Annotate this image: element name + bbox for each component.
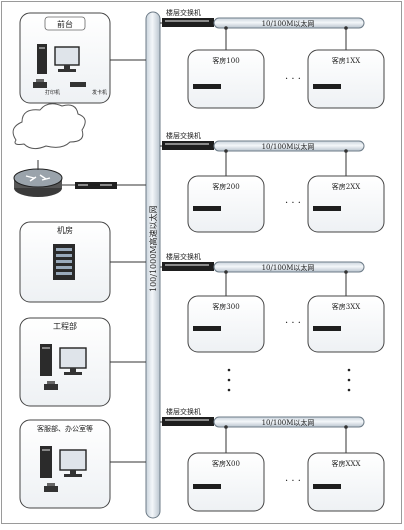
floor-ethernet-tube: [213, 17, 365, 29]
guest-room-label: 客房3XX: [332, 302, 360, 311]
floor-ellipsis: · · ·: [285, 318, 301, 329]
floor-switch-label: 楼层交换机: [166, 8, 201, 17]
floor-switch-label: 楼层交换机: [166, 131, 201, 140]
guest-room-box: 客房XXX: [307, 452, 385, 512]
floor-ethernet-label: 10/100M以太网: [262, 19, 315, 28]
guest-room-box: 客房100: [187, 49, 265, 109]
printer-label: 打印机: [45, 89, 60, 96]
front-desk-title: 前台: [57, 19, 73, 29]
workstation-icon: [37, 44, 80, 74]
guest-room-box: 客房300: [187, 295, 265, 353]
office-title: 客服部、办公室等: [37, 424, 93, 433]
workstation-icon: [40, 344, 87, 376]
floor-switch-icon: [162, 262, 214, 271]
floor-ethernet-tube: [213, 416, 365, 428]
guest-room-box: 客房X00: [187, 452, 265, 512]
printer-icon: [33, 79, 47, 88]
room-device-icon: [193, 206, 221, 211]
floor-ellipsis: · · ·: [285, 198, 301, 209]
diagram-frame: [1, 1, 402, 524]
room-device-icon: [313, 484, 341, 489]
printer-icon: [44, 381, 58, 390]
server-rack-icon: [53, 244, 75, 280]
floor-switch-icon: [162, 417, 214, 426]
floor-group: 楼层交换机 10/100M以太网 客房300 · · · 客房3XX: [160, 252, 385, 353]
firewall-icon: [75, 182, 117, 189]
guest-room-label: 客房2XX: [332, 182, 360, 191]
room-device-icon: [313, 206, 341, 211]
guest-room-label: 客房200: [212, 182, 239, 191]
router-icon: [13, 168, 63, 197]
room-device-icon: [193, 484, 221, 489]
floor-switch-label: 楼层交换机: [166, 407, 201, 416]
front-desk-box: 前台 打印机 发卡机: [19, 12, 111, 104]
machine-room-box: 机房: [19, 221, 111, 303]
card-machine-label: 发卡机: [92, 89, 107, 96]
floor-group: 楼层交换机 10/100M以太网 客房X00 · · · 客房XXX: [160, 407, 385, 512]
floor-ellipsis: · · ·: [285, 476, 301, 487]
card-machine-icon: [70, 82, 86, 87]
floor-ethernet-tube: [213, 140, 365, 152]
office-box: 客服部、办公室等: [19, 419, 111, 509]
floor-ethernet-label: 10/100M以太网: [262, 418, 315, 427]
guest-room-box: 客房2XX: [307, 175, 385, 233]
floor-switch-icon: [162, 141, 214, 150]
backbone-label: 100/1000M高速以太网: [148, 205, 158, 292]
guest-room-label: 客房X00: [212, 459, 240, 468]
backbone-tube: 100/1000M高速以太网: [145, 11, 161, 519]
room-device-icon: [313, 84, 341, 89]
floor-group: 楼层交换机 10/100M以太网 客房200 · · · 客房2XX: [160, 131, 385, 233]
machine-room-title: 机房: [57, 225, 73, 235]
floor-ethernet-tube: [213, 261, 365, 273]
guest-room-box: 客房3XX: [307, 295, 385, 353]
guest-room-label: 客房300: [212, 302, 239, 311]
internet-cloud-icon: [12, 103, 86, 150]
guest-room-box: 客房200: [187, 175, 265, 233]
engineering-title: 工程部: [53, 321, 77, 331]
floor-ethernet-label: 10/100M以太网: [262, 263, 315, 272]
floor-ethernet-label: 10/100M以太网: [262, 142, 315, 151]
floor-ellipsis: · · ·: [285, 74, 301, 85]
engineering-box: 工程部: [19, 317, 111, 407]
workstation-icon: [40, 446, 87, 478]
guest-room-label: 客房XXX: [332, 459, 361, 468]
guest-room-label: 客房1XX: [332, 56, 360, 65]
floor-switch-label: 楼层交换机: [166, 252, 201, 261]
vertical-ellipsis: [227, 368, 351, 392]
room-device-icon: [313, 326, 341, 331]
floor-group: 楼层交换机 10/100M以太网 客房100 · · · 客房1XX: [160, 8, 385, 109]
guest-room-label: 客房100: [212, 56, 239, 65]
room-device-icon: [193, 84, 221, 89]
room-device-icon: [193, 326, 221, 331]
printer-icon: [44, 483, 58, 492]
floor-switch-icon: [162, 18, 214, 27]
guest-room-box: 客房1XX: [307, 49, 385, 109]
